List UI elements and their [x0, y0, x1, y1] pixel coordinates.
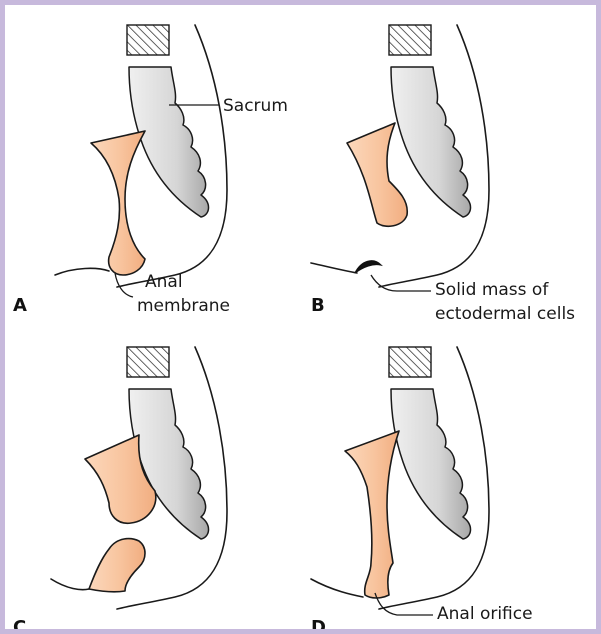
figure-canvas: Sacrum Anal membrane A Solid mass of ect… — [5, 5, 596, 629]
panel-a-anal-label: Anal — [145, 272, 183, 292]
panel-c-anal-pit — [89, 539, 145, 592]
panel-d-letter: D — [311, 617, 326, 629]
panel-b-label-line2: ectodermal cells — [435, 304, 575, 324]
panel-b-perineum — [311, 263, 357, 273]
panel-a: Sacrum Anal membrane A — [13, 25, 288, 316]
panel-d-sacrum-and-body-wall — [379, 347, 489, 609]
panel-c-letter: C — [13, 617, 26, 629]
panel-d-rectum-and-anal-canal — [345, 431, 399, 598]
panel-a-membrane-label: membrane — [137, 296, 230, 316]
panel-d-perineum — [311, 579, 363, 597]
panel-a-sacrum-label: Sacrum — [223, 96, 288, 116]
panel-c: C — [13, 347, 227, 629]
panel-d: Anal orifice D — [311, 347, 533, 629]
panel-a-letter: A — [13, 295, 27, 316]
panel-a-hindgut — [91, 131, 145, 275]
panel-b-label-line1: Solid mass of — [435, 280, 549, 300]
panel-b: Solid mass of ectodermal cells B — [311, 25, 575, 324]
panel-d-anal-orifice-label: Anal orifice — [437, 604, 533, 624]
panel-b-sacrum-and-body-wall — [379, 25, 489, 287]
panel-c-perineum — [51, 579, 89, 590]
panel-b-letter: B — [311, 295, 325, 316]
panel-b-ectodermal-mass — [355, 261, 381, 273]
panel-b-hindgut — [347, 123, 407, 226]
panel-a-perineum — [55, 268, 109, 275]
anorectal-development-figure: Sacrum Anal membrane A Solid mass of ect… — [5, 5, 596, 629]
